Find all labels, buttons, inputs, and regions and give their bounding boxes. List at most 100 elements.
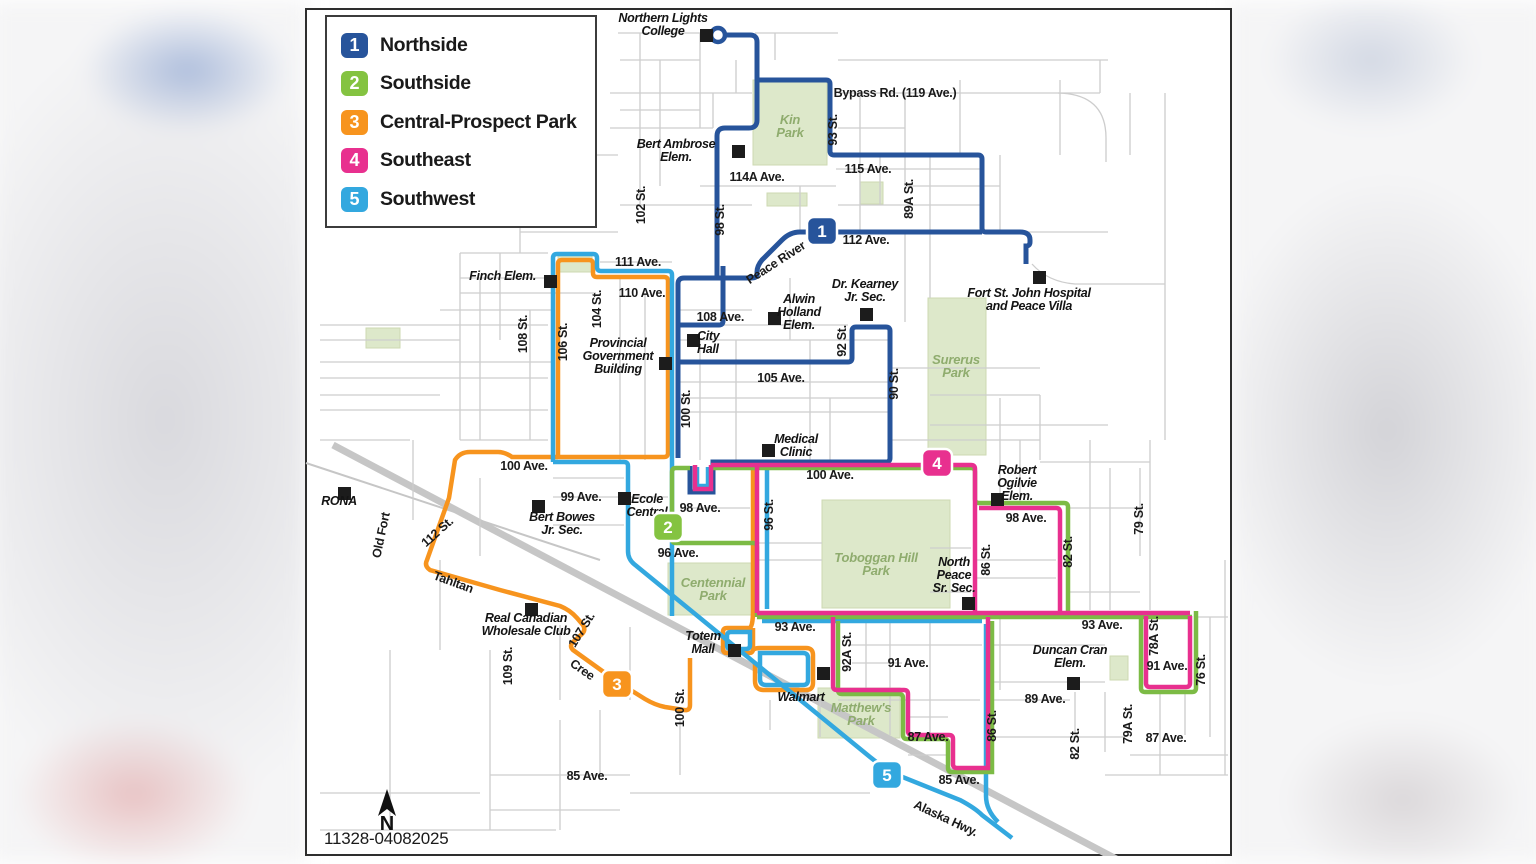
poi-label: Government: [583, 349, 655, 363]
street-label: 92A St.: [840, 632, 854, 672]
street-curve: [1057, 92, 1107, 162]
highway-road: [305, 462, 601, 561]
street-label: 79 St.: [1132, 503, 1146, 535]
route-badges-layer: 1 2 3 4 5: [600, 215, 954, 791]
street-label: 96 St.: [762, 499, 776, 531]
route-4-segment: [692, 465, 714, 492]
route-5-label: Southwest: [380, 187, 475, 210]
svg-text:3: 3: [612, 675, 621, 694]
route-3-badge: 3: [341, 109, 368, 135]
poi-marker: [860, 308, 873, 321]
poi-label: Sr. Sec.: [933, 581, 976, 595]
poi-label: Northern Lights: [618, 11, 708, 25]
poi-label: College: [641, 24, 684, 38]
street-label: 98 Ave.: [1006, 511, 1047, 525]
route-1-line: [675, 32, 1033, 495]
north-arrow-icon: [378, 789, 396, 816]
street-label: 111 Ave.: [615, 255, 661, 269]
route-5-badge: 5: [341, 186, 368, 212]
street-label: 91 Ave.: [888, 656, 929, 670]
street-label: 104 St.: [590, 290, 604, 328]
poi-label: Ecole: [631, 492, 663, 506]
street-label: 79A St.: [1121, 704, 1135, 744]
street-label: 106 St.: [556, 323, 570, 361]
poi-marker: [687, 334, 700, 347]
legend-item-northside: 1 Northside: [341, 26, 595, 65]
street-label: 93 Ave.: [775, 620, 816, 634]
poi-marker: [762, 444, 775, 457]
map-route-5-badge: 5: [870, 759, 904, 791]
svg-text:2: 2: [663, 518, 672, 537]
street-label: 87 Ave.: [1146, 731, 1187, 745]
poi-marker: [1033, 271, 1046, 284]
poi-label: Jr. Sec.: [844, 290, 885, 304]
route-1-segment: [678, 324, 893, 495]
poi-label: Mall: [691, 642, 715, 656]
street-label: 100 St.: [679, 390, 693, 428]
street-label: 93 Ave.: [1082, 618, 1123, 632]
poi-label: Jr. Sec.: [541, 523, 582, 537]
north-label: N: [380, 813, 394, 835]
street-label: 99 Ave.: [561, 490, 602, 504]
park-area: [667, 562, 753, 616]
street-label: 114A Ave.: [730, 170, 785, 184]
poi-label: Bert Bowes: [529, 510, 595, 524]
poi-label: City: [697, 329, 721, 343]
route-1-segment: [714, 32, 760, 278]
street-label: 85 Ave.: [939, 773, 980, 787]
street-label: 85 Ave.: [567, 769, 608, 783]
map-route-1-badge: 1: [805, 215, 839, 247]
svg-text:4: 4: [932, 454, 942, 473]
park-label: Park: [847, 713, 875, 728]
poi-marker: [525, 603, 538, 616]
poi-label: Building: [594, 362, 642, 376]
street-label: 112 Ave.: [843, 233, 890, 247]
route-3-label: Central-Prospect Park: [380, 110, 577, 133]
poi-label: Dr. Kearney: [832, 277, 900, 291]
poi-marker: [732, 145, 745, 158]
transit-map: Bypass Rd. (119 Ave.)115 Ave.114A Ave.11…: [305, 8, 1232, 856]
poi-marker: [532, 500, 545, 513]
route-4-segment: [979, 505, 1063, 613]
poi-label: Peace: [937, 568, 972, 582]
street-label: 78A St.: [1147, 616, 1161, 656]
street-label: 93 St.: [826, 114, 840, 146]
poi-label: Provincial: [590, 336, 648, 350]
street-label: 92 St.: [835, 325, 849, 357]
poi-marker: [544, 275, 557, 288]
compass: [378, 789, 396, 816]
poi-label: Totem: [685, 629, 721, 643]
route-4-segment: [1143, 616, 1193, 690]
route-3-line: [423, 257, 816, 713]
poi-label: Elem.: [660, 150, 692, 164]
poi-label: Holland: [777, 305, 821, 319]
legend-item-southside: 2 Southside: [341, 65, 595, 104]
street-label: 86 St.: [985, 710, 999, 742]
park-area: [752, 79, 828, 166]
street-label: 109 St.: [501, 647, 515, 685]
poi-marker: [728, 644, 741, 657]
street-label: 89 Ave.: [1025, 692, 1066, 706]
route-5-segment: [553, 459, 1014, 840]
poi-markers-layer: [338, 29, 1080, 690]
street-label: 82 St.: [1068, 728, 1082, 760]
poi-label: Elem.: [1054, 656, 1086, 670]
street-label: 91 Ave.: [1147, 659, 1188, 673]
street-label: 100 St.: [673, 689, 687, 727]
poi-label: North: [938, 555, 970, 569]
park-label: Park: [942, 365, 970, 380]
poi-label: Walmart: [778, 690, 826, 704]
poi-marker: [991, 493, 1004, 506]
route-1-terminus-circle: [708, 25, 728, 45]
legend-item-southwest: 5 Southwest: [341, 180, 595, 219]
park-label: Park: [862, 563, 890, 578]
poi-marker: [659, 357, 672, 370]
street-curve: [1031, 263, 1165, 285]
park-label: Matthew's: [831, 700, 892, 715]
poi-label: Elem.: [1001, 489, 1033, 503]
poi-marker: [338, 487, 351, 500]
park-label: Park: [776, 125, 804, 140]
street-label: 100 Ave.: [500, 459, 547, 473]
legend-item-central-prospect-park: 3 Central-Prospect Park: [341, 103, 595, 142]
route-legend: 1 Northside 2 Southside 3 Central-Prospe…: [325, 15, 597, 228]
